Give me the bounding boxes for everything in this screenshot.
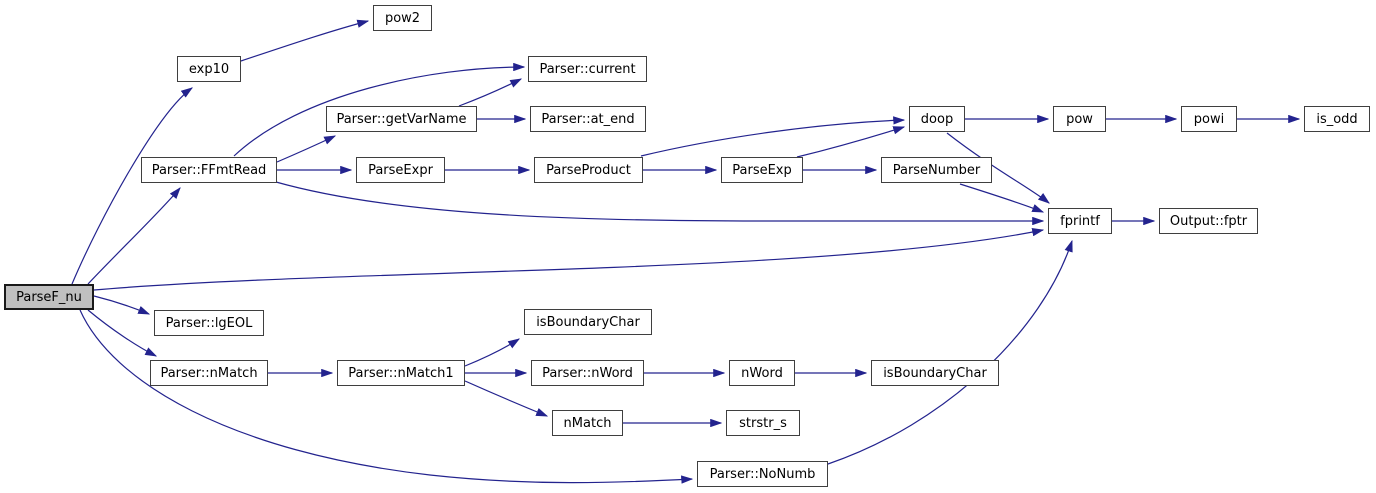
node-parseexp[interactable]: ParseExp (721, 157, 803, 183)
node-pow2[interactable]: pow2 (373, 5, 432, 31)
edge-parseexp-to-doop (796, 126, 906, 158)
node-parsef-nu-root: ParseF_nu (4, 284, 94, 310)
node-parser-at-end[interactable]: Parser::at_end (530, 106, 646, 132)
edge-parsefnu-to-nonumb (79, 309, 694, 484)
edge-parsefnu-to-exp10 (71, 87, 193, 285)
node-isboundarychar-2[interactable]: isBoundaryChar (871, 360, 999, 386)
node-doop[interactable]: doop (909, 106, 965, 132)
node-pow[interactable]: pow (1053, 106, 1106, 132)
node-parseproduct[interactable]: ParseProduct (534, 157, 643, 183)
edge-doop-to-fprintf (946, 132, 1050, 204)
edge-parsefnu-to-fprintf (93, 228, 1045, 291)
edge-ffmtread-to-getvarname (276, 135, 337, 163)
node-parsenumber[interactable]: ParseNumber (881, 157, 992, 183)
node-is-odd[interactable]: is_odd (1304, 106, 1370, 132)
node-parseexpr[interactable]: ParseExpr (356, 157, 445, 183)
edge-parsenumber-to-fprintf (959, 183, 1045, 213)
node-parser-ffmtread[interactable]: Parser::FFmtRead (141, 157, 277, 183)
node-exp10[interactable]: exp10 (177, 56, 241, 82)
node-isboundarychar-1[interactable]: isBoundaryChar (524, 309, 652, 335)
edge-nonumb-to-fprintf (827, 239, 1073, 465)
node-nword[interactable]: nWord (729, 360, 795, 386)
node-parser-nonumb[interactable]: Parser::NoNumb (697, 461, 828, 487)
node-parser-current[interactable]: Parser::current (528, 56, 647, 82)
edge-parsefnu-to-nmatch (87, 309, 158, 357)
edge-nmatch1-to-nmatchf (464, 380, 549, 417)
node-powi[interactable]: powi (1181, 106, 1237, 132)
node-parser-nmatch1[interactable]: Parser::nMatch1 (337, 360, 465, 386)
node-output-fptr[interactable]: Output::fptr (1159, 208, 1258, 234)
edge-getvarname-to-current (458, 78, 523, 107)
node-fprintf[interactable]: fprintf (1048, 208, 1112, 234)
node-nmatch[interactable]: nMatch (552, 410, 623, 436)
edge-parsefnu-to-lgeol (93, 295, 151, 315)
node-parser-nmatch[interactable]: Parser::nMatch (150, 360, 268, 386)
edge-nmatch1-to-isboundarychar1 (464, 338, 521, 367)
edge-exp10-to-pow2 (240, 19, 370, 62)
node-strstr-s[interactable]: strstr_s (726, 410, 800, 436)
node-parser-lgeol[interactable]: Parser::lgEOL (154, 310, 264, 336)
edge-ffmtread-to-fprintf (275, 181, 1045, 226)
node-parser-getvarname[interactable]: Parser::getVarName (326, 106, 477, 132)
edge-parsefnu-to-ffmtread (87, 187, 181, 285)
edge-parseproduct-to-doop (640, 116, 906, 157)
node-parser-nword[interactable]: Parser::nWord (531, 360, 644, 386)
edge-ffmtread-to-current (233, 62, 526, 157)
